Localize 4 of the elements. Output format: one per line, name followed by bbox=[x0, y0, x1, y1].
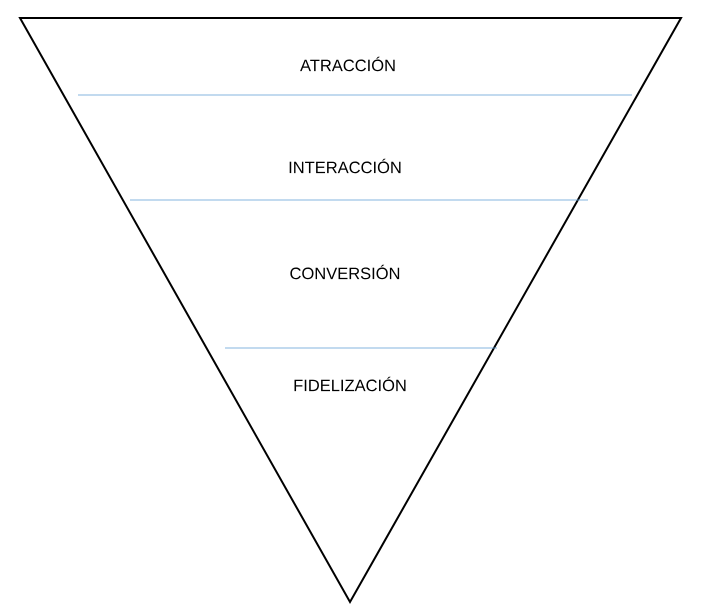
stage-label: FIDELIZACIÓN bbox=[294, 376, 406, 392]
stage-label: CONVERSIÓN bbox=[290, 264, 400, 280]
stage-label: ATRACCIÓN bbox=[300, 56, 395, 72]
stage-label: INTERACCIÓN bbox=[290, 158, 400, 174]
